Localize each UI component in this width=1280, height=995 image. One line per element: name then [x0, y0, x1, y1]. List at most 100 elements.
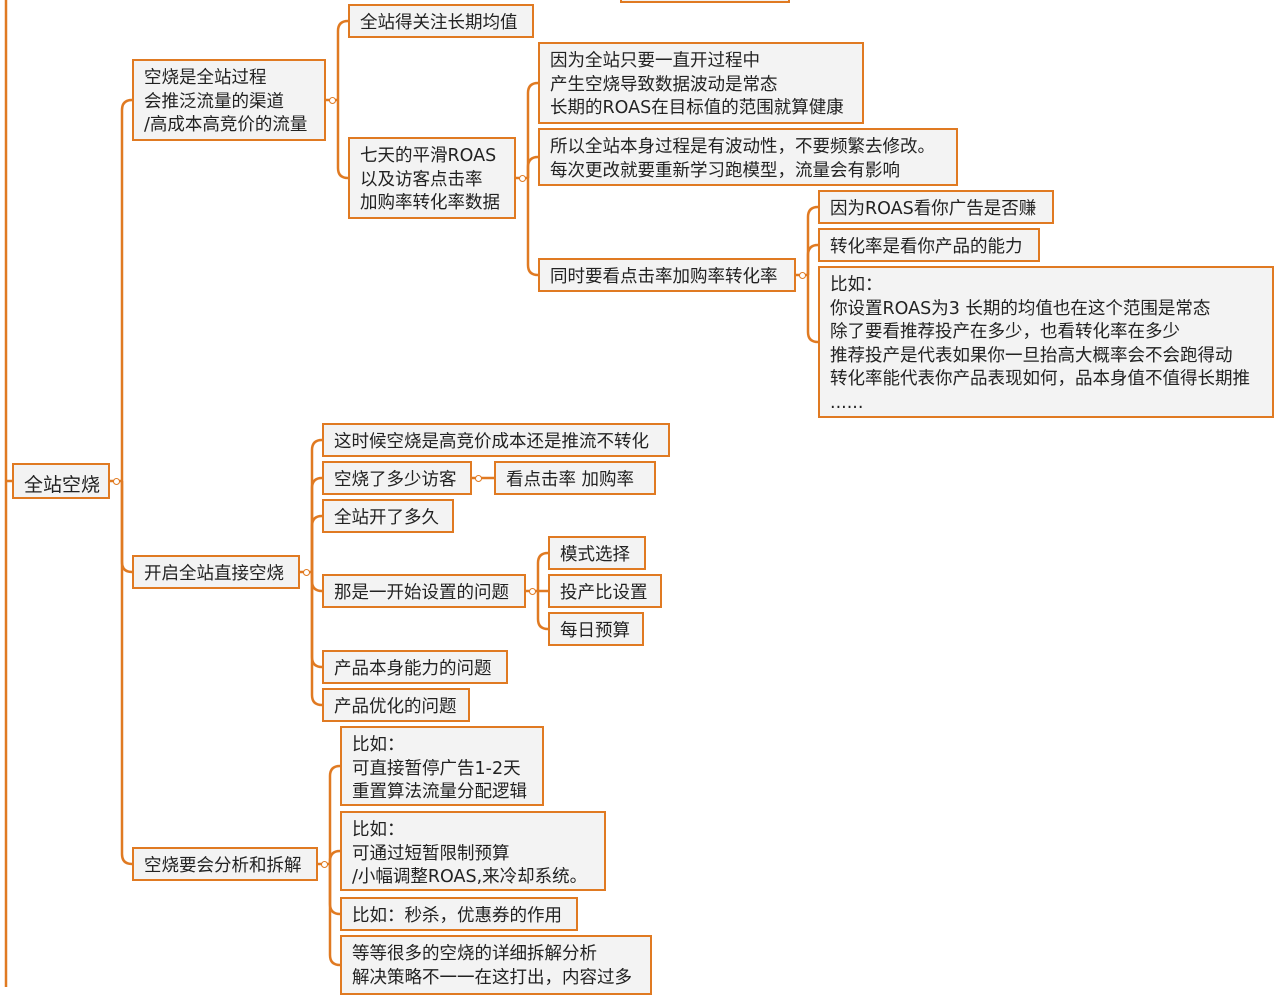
- node-b3-1[interactable]: 比如： 可直接暂停广告1-2天重置算法流量分配逻辑: [340, 726, 544, 806]
- node-text-line: 因为全站只要一直开过程中: [550, 51, 760, 71]
- node-text-line: 比如：秒杀，优惠券的作用: [352, 906, 562, 926]
- connector-path: [806, 275, 819, 344]
- node-text-line: 以及访客点击率: [360, 169, 483, 190]
- node-text-line: 全站得关注长期均值: [360, 13, 518, 33]
- node-b2-4-3[interactable]: 每日预算: [548, 612, 644, 646]
- node-b1-2-2[interactable]: 所以全站本身过程是有波动性，不要频繁去修改。每次更改就要重新学习跑模型，流量会有…: [538, 128, 958, 186]
- node-text-line: 推荐投产是代表如果你一旦抬高大概率会不会跑得动: [830, 345, 1233, 366]
- node-text-line: 解决策略不一一在这打出，内容过多: [352, 967, 632, 988]
- node-b1-2-3-2[interactable]: 转化率是看你产品的能力: [818, 228, 1040, 262]
- node-b2-3[interactable]: 全站开了多久: [322, 499, 454, 533]
- connector-path: [328, 849, 341, 864]
- node-text-line: 比如：: [352, 820, 405, 840]
- node-text-line: 空烧了多少访客: [334, 470, 457, 490]
- node-b2-4-1[interactable]: 模式选择: [548, 536, 646, 570]
- collapse-toggle-b1[interactable]: [328, 96, 336, 104]
- node-b1-2[interactable]: 七天的平滑ROAS 以及访客点击率加购率转化率数据: [348, 137, 516, 219]
- node-text-line: /高成本高竞价的流量: [144, 115, 308, 135]
- node-text-line: 产品优化的问题: [334, 697, 457, 717]
- connector-path: [806, 243, 819, 275]
- connector-path: [310, 572, 323, 593]
- node-text-line: 空烧是全站过程: [144, 68, 267, 88]
- collapse-toggle-b3[interactable]: [320, 860, 328, 868]
- connector-b2: [300, 438, 323, 707]
- node-text-line: 转化率能代表你产品表现如何，品本身值不值得长期推: [830, 369, 1250, 389]
- node-text-line: 可通过短暂限制预算: [352, 843, 510, 864]
- node-b3-4[interactable]: 等等很多的空烧的详细拆解分析解决策略不一一在这打出，内容过多: [340, 935, 652, 995]
- node-b2-4[interactable]: 那是一开始设置的问题: [322, 574, 526, 608]
- node-text-line: 比如：: [830, 275, 883, 295]
- node-b1-2-3[interactable]: 同时要看点击率加购率转化率: [538, 258, 796, 292]
- node-b2-6[interactable]: 产品优化的问题: [322, 688, 470, 722]
- node-text-line: 七天的平滑ROAS: [360, 146, 497, 166]
- connector-path: [310, 476, 323, 572]
- connector-path: [120, 481, 133, 866]
- node-text-line: 会推泛流量的渠道: [144, 91, 284, 112]
- node-text-line: 每次更改就要重新学习跑模型，流量会有影响: [550, 160, 900, 181]
- connector-path: [536, 591, 549, 631]
- node-b3-2[interactable]: 比如： 可通过短暂限制预算/小幅调整ROAS,来冷却系统。: [340, 811, 606, 891]
- node-b2-1[interactable]: 这时候空烧是高竞价成本还是推流不转化: [322, 423, 670, 457]
- node-b1-2-3-1[interactable]: 因为ROAS看你广告是否赚: [818, 190, 1054, 224]
- node-text-line: 长期的ROAS在目标值的范围就算健康: [550, 98, 844, 118]
- connector-path: [328, 764, 341, 864]
- top-cropped-node: [620, 0, 790, 3]
- node-b2-5[interactable]: 产品本身能力的问题: [322, 650, 508, 684]
- node-text-line: 开启全站直接空烧: [144, 564, 284, 584]
- node-b2[interactable]: 开启全站直接空烧: [132, 555, 300, 589]
- node-text-line: 投产比设置: [560, 583, 648, 603]
- connector-path: [806, 205, 819, 275]
- node-text-line: 看点击率 加购率: [506, 470, 635, 490]
- node-text-line: 因为ROAS看你广告是否赚: [830, 199, 1037, 219]
- connector-path: [120, 98, 133, 481]
- connector-path: [336, 19, 349, 100]
- connector-root: [110, 98, 133, 866]
- connector-path: [526, 155, 539, 178]
- node-text-line: 同时要看点击率加购率转化率: [550, 267, 778, 287]
- node-text-line: 比如：: [352, 735, 405, 755]
- connector-path: [310, 438, 323, 572]
- node-text-line: /小幅调整ROAS,来冷却系统。: [352, 867, 588, 887]
- node-text-line: 模式选择: [560, 545, 630, 565]
- node-b3[interactable]: 空烧要会分析和拆解: [132, 847, 318, 881]
- connector-path: [526, 81, 539, 178]
- collapse-toggle-b2_2[interactable]: [474, 474, 482, 482]
- node-text-line: 所以全站本身过程是有波动性，不要频繁去修改。: [550, 137, 935, 157]
- node-text-line: 那是一开始设置的问题: [334, 583, 509, 603]
- node-text-line: 全站开了多久: [334, 508, 439, 528]
- node-text-line: 加购率转化率数据: [360, 193, 500, 213]
- node-b2-2-1[interactable]: 看点击率 加购率: [494, 461, 656, 495]
- collapse-toggle-root[interactable]: [112, 477, 120, 485]
- node-text-line: 重置算法流量分配逻辑: [352, 782, 527, 802]
- node-text-line: 可直接暂停广告1-2天: [352, 758, 521, 779]
- connector-path: [310, 514, 323, 572]
- connector-path: [526, 178, 539, 277]
- connector-b1_2: [516, 81, 539, 277]
- node-text-line: 全站空烧: [24, 474, 101, 496]
- node-root[interactable]: 全站空烧: [12, 463, 110, 499]
- collapse-toggle-b1_2_3[interactable]: [798, 271, 806, 279]
- node-b1[interactable]: 空烧是全站过程会推泛流量的渠道/高成本高竞价的流量: [132, 59, 326, 141]
- node-text-line: 等等很多的空烧的详细拆解分析: [352, 944, 597, 964]
- collapse-toggle-b2[interactable]: [302, 568, 310, 576]
- collapse-toggle-b2_4[interactable]: [528, 587, 536, 595]
- node-text-line: 空烧要会分析和拆解: [144, 856, 302, 876]
- node-b2-2[interactable]: 空烧了多少访客: [322, 461, 472, 495]
- connector-b3: [318, 764, 341, 967]
- node-text-line: 除了要看推荐投产在多少，也看转化率在多少: [830, 322, 1180, 342]
- connector-path: [336, 100, 349, 180]
- node-text-line: 你设置ROAS为3 长期的均值也在这个范围是常态: [830, 298, 1211, 319]
- node-text-line: 这时候空烧是高竞价成本还是推流不转化: [334, 432, 649, 452]
- node-b1-1[interactable]: 全站得关注长期均值: [348, 4, 534, 38]
- connector-path: [120, 481, 133, 574]
- connector-path: [310, 572, 323, 707]
- collapse-toggle-b1_2[interactable]: [518, 174, 526, 182]
- node-b1-2-3-3[interactable]: 比如： 你设置ROAS为3 长期的均值也在这个范围是常态除了要看推荐投产在多少，也…: [818, 266, 1274, 418]
- node-text-line: 转化率是看你产品的能力: [830, 237, 1023, 257]
- node-b3-3[interactable]: 比如：秒杀，优惠券的作用: [340, 897, 578, 931]
- connector-path: [536, 551, 549, 591]
- node-b2-4-2[interactable]: 投产比设置: [548, 574, 662, 608]
- node-b1-2-1[interactable]: 因为全站只要一直开过程中产生空烧导致数据波动是常态长期的ROAS在目标值的范围就…: [538, 42, 864, 124]
